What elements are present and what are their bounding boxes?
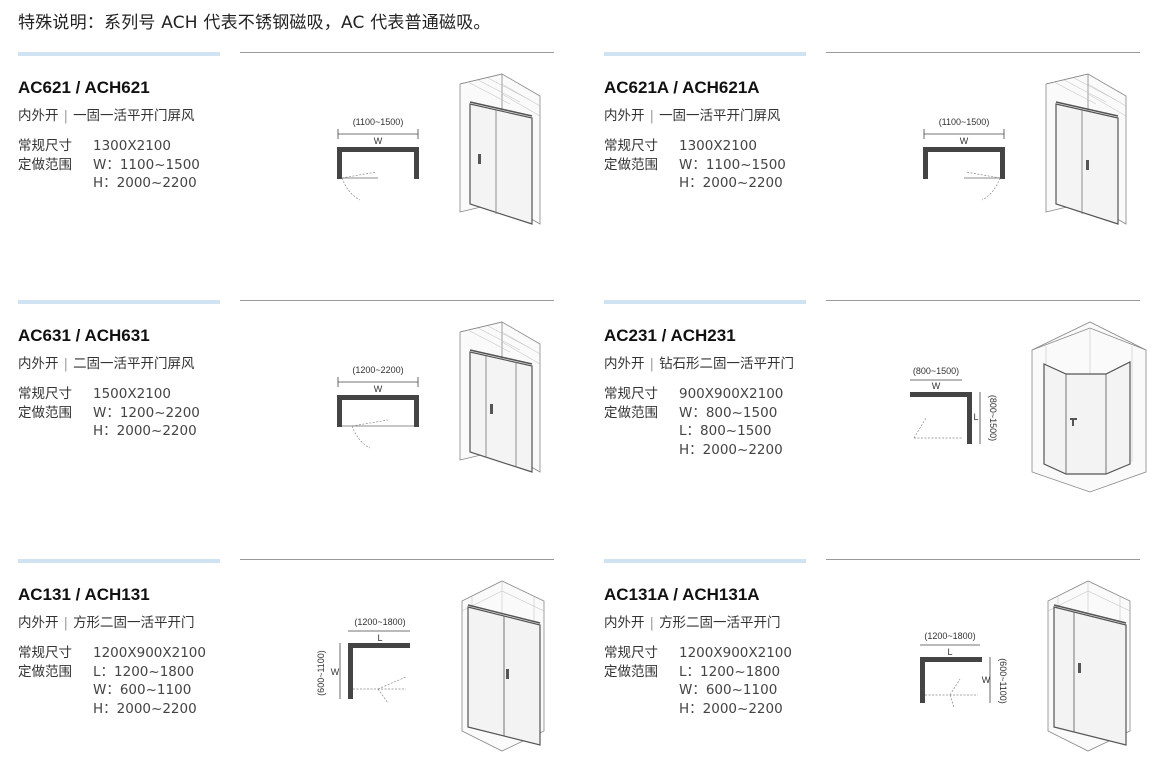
model-number: AC621 / ACH621: [18, 78, 150, 97]
plan-dimension-label: (1100~1500): [353, 117, 404, 127]
plan-dimension-label: (1200~1800): [924, 631, 975, 641]
divider-line: [826, 300, 1140, 301]
plan-diagram: (800~1500) W L (800~1500): [904, 340, 1024, 450]
divider-line: [240, 559, 554, 560]
shower-3d-render: [1026, 73, 1146, 234]
product-description: 内外开|一固一活平开门屏风: [604, 108, 781, 124]
shower-3d-render: [440, 73, 560, 234]
accent-bar: [18, 559, 220, 563]
plan-width-label: W: [932, 381, 941, 391]
accent-bar: [604, 52, 806, 56]
plan-diagram: (1100~1500) W: [318, 92, 438, 202]
plan-diagram: (1100~1500) W: [904, 92, 1024, 202]
model-number: AC131 / ACH131: [18, 585, 150, 604]
plan-side-dimension-label: (600~1100): [316, 650, 326, 696]
divider-line: [826, 52, 1140, 53]
plan-dimension-label: (1200~2200): [352, 365, 403, 375]
plan-side-dimension-label: (800~1500): [988, 395, 998, 441]
shower-3d-render: [440, 321, 560, 482]
plan-width-label: W: [374, 384, 383, 394]
plan-diagram: (1200~1800) L W (600~1100): [316, 599, 438, 709]
accent-bar: [18, 300, 220, 304]
plan-side-dimension-label: (600~1100): [998, 658, 1008, 704]
plan-width-label: L: [947, 647, 952, 657]
product-description: 内外开|二固一活平开门屏风: [18, 356, 195, 372]
divider-line: [240, 300, 554, 301]
product-description: 内外开|方形二固一活平开门: [18, 615, 195, 631]
plan-length-label: W: [331, 667, 340, 677]
plan-length-label: L: [973, 412, 978, 422]
plan-width-label: W: [960, 136, 969, 146]
accent-bar: [604, 559, 806, 563]
shower-3d-render: [440, 580, 560, 752]
accent-bar: [18, 52, 220, 56]
plan-dimension-label: (1100~1500): [939, 117, 990, 127]
product-description: 内外开|钻石形二固一活平开门: [604, 356, 795, 372]
model-number: AC631 / ACH631: [18, 326, 150, 345]
model-number: AC231 / ACH231: [604, 326, 736, 345]
plan-diagram: (1200~1800) L W (600~1100): [904, 599, 1024, 709]
shower-3d-render: [1026, 580, 1146, 752]
plan-width-label: L: [377, 633, 382, 643]
plan-dimension-label: (800~1500): [913, 366, 959, 376]
plan-diagram: (1200~2200) W: [318, 340, 438, 450]
special-note: 特殊说明：系列号 ACH 代表不锈钢磁吸，AC 代表普通磁吸。: [18, 13, 491, 33]
plan-dimension-label: (1200~1800): [354, 617, 405, 627]
shower-3d-render: [1026, 321, 1147, 493]
accent-bar: [604, 300, 806, 304]
divider-line: [240, 52, 554, 53]
model-number: AC621A / ACH621A: [604, 78, 760, 97]
divider-line: [826, 559, 1140, 560]
product-description: 内外开|方形二固一活平开门: [604, 615, 781, 631]
model-number: AC131A / ACH131A: [604, 585, 760, 604]
plan-length-label: W: [982, 675, 991, 685]
plan-width-label: W: [374, 136, 383, 146]
product-description: 内外开|一固一活平开门屏风: [18, 108, 195, 124]
